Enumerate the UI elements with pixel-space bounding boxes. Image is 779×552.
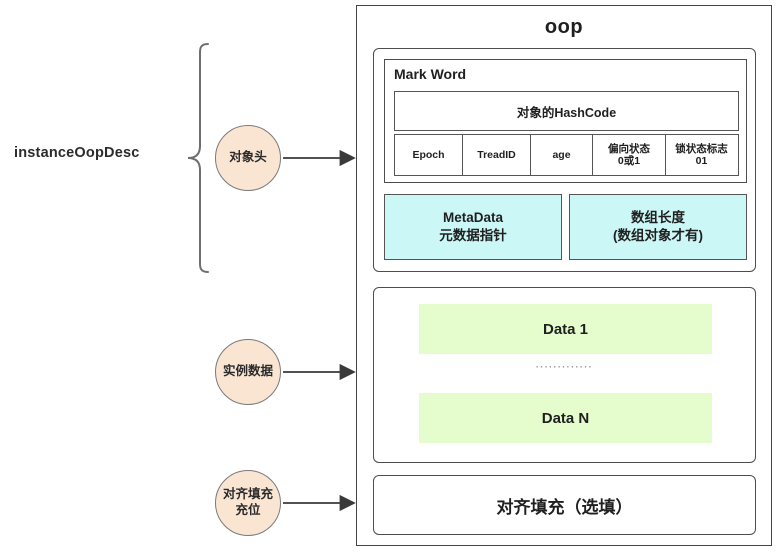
oop-container: oop Mark Word 对象的HashCode Epoch TreadID … bbox=[356, 5, 772, 546]
array-length-line2: (数组对象才有) bbox=[613, 228, 703, 243]
circle-alignment-padding[interactable]: 对齐填充充位 bbox=[215, 470, 281, 536]
data-bar-first: Data 1 bbox=[419, 304, 712, 354]
data-bar-last: Data N bbox=[419, 393, 712, 443]
mark-word-cell-lock-flag: 锁状态标志 01 bbox=[675, 142, 728, 167]
alignment-padding-section: 对齐填充（选填） bbox=[373, 475, 756, 535]
mark-word-cell-epoch: Epoch bbox=[395, 135, 463, 175]
mark-word-cell-threadid: TreadID bbox=[463, 135, 531, 175]
metadata-pointer-line1: MetaData bbox=[442, 209, 504, 225]
array-length-line1: 数组长度 bbox=[631, 209, 685, 225]
mark-word-fields-row: Epoch TreadID age 偏向状态 0或1 锁状态标志 01 bbox=[394, 134, 739, 176]
circle-alignment-padding-label: 对齐填充充位 bbox=[222, 487, 273, 517]
circle-object-header[interactable]: 对象头 bbox=[215, 125, 281, 191]
mark-word-box: Mark Word 对象的HashCode Epoch TreadID age … bbox=[384, 59, 747, 183]
circle-instance-data-label: 实例数据 bbox=[222, 364, 273, 379]
hashcode-row: 对象的HashCode bbox=[394, 91, 739, 131]
mark-word-cell-age: age bbox=[531, 135, 593, 175]
metadata-row: MetaData 元数据指针 数组长度 (数组对象才有) bbox=[384, 194, 747, 260]
object-header-section: Mark Word 对象的HashCode Epoch TreadID age … bbox=[373, 48, 756, 272]
circle-object-header-label: 对象头 bbox=[229, 150, 267, 165]
metadata-pointer-line2: 元数据指针 bbox=[439, 228, 507, 243]
metadata-pointer-cell: MetaData 元数据指针 bbox=[384, 194, 562, 260]
oop-title: oop bbox=[544, 16, 584, 38]
mark-word-cell-biased-state: 偏向状态 0或1 bbox=[593, 135, 666, 175]
mark-word-title: Mark Word bbox=[394, 66, 467, 82]
array-length-cell: 数组长度 (数组对象才有) bbox=[569, 194, 747, 260]
instance-data-section: Data 1 ············· Data N bbox=[373, 287, 756, 463]
data-ellipsis: ············· bbox=[535, 362, 594, 372]
instance-oop-desc-label: instanceOopDesc bbox=[14, 145, 140, 161]
curly-brace-icon bbox=[187, 43, 209, 273]
circle-instance-data[interactable]: 实例数据 bbox=[215, 339, 281, 405]
